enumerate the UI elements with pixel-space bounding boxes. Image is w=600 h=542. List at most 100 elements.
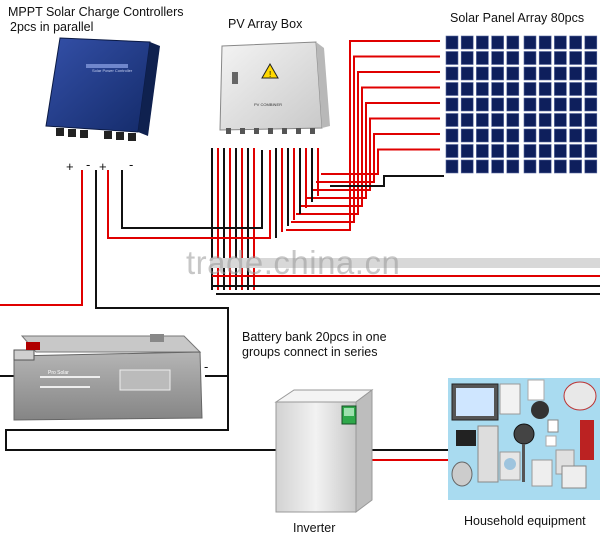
solar-panel — [445, 159, 459, 174]
solar-panel — [506, 35, 520, 50]
solar-panel-array — [445, 35, 598, 174]
solar-panel — [476, 144, 489, 158]
solar-panel — [476, 159, 489, 174]
solar-panel — [460, 144, 474, 158]
solar-panel — [491, 128, 504, 143]
solar-panel — [523, 66, 537, 81]
solar-panel — [554, 128, 567, 143]
solar-panel — [569, 51, 582, 65]
solar-panel — [554, 82, 567, 96]
solar-panel — [506, 128, 520, 143]
panel-string-wire — [301, 86, 440, 207]
solar-panel — [506, 51, 520, 65]
solar-panel — [445, 51, 459, 65]
solar-panel — [491, 144, 504, 158]
panel-return-wire — [330, 175, 444, 187]
solar-panel — [538, 113, 552, 127]
solar-panel — [554, 66, 567, 81]
mppt-title-line1: MPPT Solar Charge Controllers — [8, 5, 184, 19]
solar-panel — [506, 66, 520, 81]
solar-panel — [460, 97, 474, 112]
mppt-controller: Solar Power Controller — [45, 37, 160, 141]
solar-panel — [584, 35, 598, 50]
mppt-title-line2: 2pcs in parallel — [10, 20, 94, 34]
controller-face-text: Solar Power Controller — [92, 68, 133, 73]
solar-panel — [476, 82, 489, 96]
solar-panel — [491, 51, 504, 65]
solar-panel — [538, 97, 552, 112]
solar-panel — [476, 97, 489, 112]
solar-panel — [445, 113, 459, 127]
household-equipment-image — [448, 378, 600, 500]
solar-panel — [491, 159, 504, 174]
solar-panel — [584, 82, 598, 96]
panel-string-wire — [296, 71, 440, 215]
solar-panel — [445, 66, 459, 81]
inverter-unit — [274, 389, 374, 513]
solar-panel — [460, 128, 474, 143]
panel-string-wire — [291, 55, 440, 223]
solar-panel — [460, 113, 474, 127]
solar-panel — [584, 66, 598, 81]
solar-panel — [460, 35, 474, 50]
solar-panel — [476, 66, 489, 81]
solar-panel — [569, 82, 582, 96]
battery-bank: Pro Solar — [13, 334, 203, 421]
panel-string-wire — [311, 117, 440, 191]
solar-array-title: Solar Panel Array 80pcs — [450, 11, 585, 25]
solar-panel — [554, 113, 567, 127]
solar-panel — [506, 113, 520, 127]
solar-panel — [569, 113, 582, 127]
solar-panel — [476, 35, 489, 50]
solar-panel — [569, 128, 582, 143]
solar-panel — [584, 144, 598, 158]
solar-panel — [523, 128, 537, 143]
solar-panel — [460, 159, 474, 174]
battery-inverter-wiring — [0, 375, 450, 461]
pv-box-title: PV Array Box — [228, 17, 303, 31]
solar-panel — [538, 159, 552, 174]
solar-panel — [584, 113, 598, 127]
solar-panel — [554, 35, 567, 50]
panel-string-wire — [321, 148, 440, 175]
solar-panel — [538, 51, 552, 65]
solar-panel — [554, 159, 567, 174]
watermark: trade.china.cn — [186, 244, 401, 281]
solar-panel — [523, 97, 537, 112]
solar-panel — [506, 97, 520, 112]
solar-panel — [554, 97, 567, 112]
solar-panel — [538, 82, 552, 96]
solar-panel — [569, 66, 582, 81]
solar-panel — [445, 97, 459, 112]
solar-panel — [523, 35, 537, 50]
solar-panel — [584, 51, 598, 65]
solar-panel — [523, 159, 537, 174]
battery-terminal-minus: - — [204, 359, 209, 374]
solar-panel — [506, 159, 520, 174]
solar-panel — [445, 128, 459, 143]
solar-panel — [569, 97, 582, 112]
inverter-label: Inverter — [293, 521, 336, 535]
solar-panel — [538, 128, 552, 143]
solar-panel — [554, 144, 567, 158]
solar-panel — [584, 128, 598, 143]
mppt-terminal-plus-left: + — [66, 159, 74, 174]
panel-string-wire — [286, 40, 440, 231]
pv-box-face-text: PV COMBINER — [254, 102, 282, 107]
solar-panel — [506, 144, 520, 158]
solar-panel — [491, 82, 504, 96]
mppt-terminal-minus-left: - — [86, 157, 91, 172]
panel-string-wire — [316, 133, 440, 183]
solar-panel — [569, 159, 582, 174]
solar-panel — [491, 113, 504, 127]
solar-panel — [554, 51, 567, 65]
pv-to-panel-wiring — [286, 40, 444, 231]
solar-panel — [476, 113, 489, 127]
pv-array-box: ! PV COMBINER — [219, 41, 330, 134]
solar-panel — [506, 82, 520, 96]
mppt-terminal-plus-right: + — [99, 159, 107, 174]
controller-wiring — [0, 150, 278, 451]
solar-panel — [445, 82, 459, 96]
